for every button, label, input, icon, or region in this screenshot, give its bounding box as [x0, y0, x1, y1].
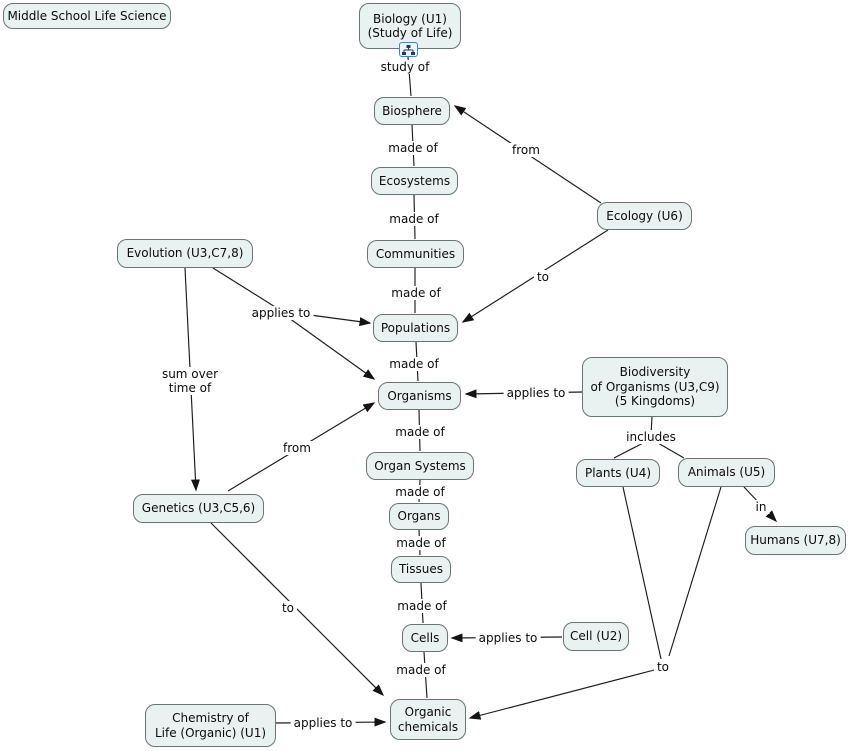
node-animals[interactable]: Animals (U5) — [678, 458, 775, 487]
link-label-made-of-4[interactable]: made of — [386, 357, 442, 371]
node-ecosystems[interactable]: Ecosystems — [371, 167, 458, 195]
node-cells[interactable]: Cells — [402, 624, 448, 652]
node-communities-label: Communities — [375, 246, 456, 261]
map-title[interactable]: Middle School Life Science — [3, 3, 171, 29]
link-label-study-of[interactable]: study of — [377, 60, 433, 74]
link-label-made-of-5[interactable]: made of — [392, 425, 448, 439]
node-humans[interactable]: Humans (U7,8) — [745, 526, 846, 555]
node-ecosystems-label: Ecosystems — [378, 173, 451, 188]
node-animals-label: Animals (U5) — [687, 465, 766, 480]
node-biodiversity-label: Biodiversity of Organisms (U3,C9) (5 Kin… — [590, 365, 720, 409]
link-label-made-of-2[interactable]: made of — [386, 212, 442, 226]
link-label-to-ecology[interactable]: to — [533, 270, 553, 284]
node-biodiversity[interactable]: Biodiversity of Organisms (U3,C9) (5 Kin… — [582, 357, 728, 417]
node-genetics-label: Genetics (U3,C5,6) — [141, 501, 256, 516]
node-communities[interactable]: Communities — [367, 240, 464, 268]
link-label-made-of-6[interactable]: made of — [392, 485, 448, 499]
node-biosphere[interactable]: Biosphere — [374, 97, 450, 125]
node-evolution-label: Evolution (U3,C7,8) — [126, 246, 244, 261]
node-cell-unit[interactable]: Cell (U2) — [563, 622, 629, 651]
node-organic-chemicals-label: Organic chemicals — [397, 705, 459, 734]
node-genetics[interactable]: Genetics (U3,C5,6) — [133, 494, 264, 523]
link-label-in[interactable]: in — [752, 500, 770, 514]
link-label-applies-to-biodiversity[interactable]: applies to — [503, 386, 569, 400]
node-organic-chemicals[interactable]: Organic chemicals — [390, 699, 466, 740]
link-label-applies-to-cell[interactable]: applies to — [475, 631, 541, 645]
node-plants-label: Plants (U4) — [584, 465, 652, 480]
node-evolution[interactable]: Evolution (U3,C7,8) — [117, 239, 253, 268]
link-label-sum-over-time-of[interactable]: sum over time of — [158, 367, 222, 395]
link-label-to-kingdoms[interactable]: to — [653, 660, 673, 674]
link-label-made-of-8[interactable]: made of — [394, 599, 450, 613]
link-label-includes[interactable]: includes — [623, 430, 679, 444]
node-ecology-label: Ecology (U6) — [606, 208, 683, 223]
node-organs-label: Organs — [397, 509, 441, 524]
node-organisms[interactable]: Organisms — [378, 382, 461, 410]
link-label-applies-to-evolution[interactable]: applies to — [248, 306, 314, 320]
node-biology-label: Biology (U1) (Study of Life) — [367, 11, 453, 41]
link-label-from-ecology[interactable]: from — [509, 143, 543, 157]
node-populations[interactable]: Populations — [373, 314, 458, 342]
node-tissues-label: Tissues — [398, 562, 444, 577]
link-label-made-of-1[interactable]: made of — [385, 141, 441, 155]
node-organ-systems-label: Organ Systems — [374, 458, 466, 473]
node-biosphere-label: Biosphere — [382, 103, 442, 118]
node-cell-unit-label: Cell (U2) — [569, 629, 623, 644]
node-chemistry-label: Chemistry of Life (Organic) (U1) — [154, 711, 267, 740]
node-populations-label: Populations — [380, 320, 451, 335]
link-label-to-genetics[interactable]: to — [278, 601, 298, 615]
node-cells-label: Cells — [410, 630, 440, 645]
link-label-made-of-9[interactable]: made of — [393, 663, 449, 677]
node-humans-label: Humans (U7,8) — [750, 533, 841, 548]
node-ecology[interactable]: Ecology (U6) — [597, 202, 692, 230]
node-plants[interactable]: Plants (U4) — [576, 459, 660, 487]
mini-map-glyph — [402, 44, 415, 55]
map-title-label: Middle School Life Science — [7, 8, 167, 23]
link-label-applies-to-chemistry[interactable]: applies to — [290, 716, 356, 730]
node-chemistry[interactable]: Chemistry of Life (Organic) (U1) — [145, 704, 276, 747]
node-organisms-label: Organisms — [387, 388, 452, 403]
node-organs[interactable]: Organs — [389, 503, 449, 530]
node-organ-systems[interactable]: Organ Systems — [366, 452, 474, 480]
concept-map-resource-icon[interactable] — [399, 42, 418, 57]
node-biology[interactable]: Biology (U1) (Study of Life) — [359, 3, 461, 49]
link-label-from-genetics[interactable]: from — [280, 441, 314, 455]
link-label-made-of-7[interactable]: made of — [393, 536, 449, 550]
node-tissues[interactable]: Tissues — [391, 556, 451, 583]
link-label-made-of-3[interactable]: made of — [388, 286, 444, 300]
